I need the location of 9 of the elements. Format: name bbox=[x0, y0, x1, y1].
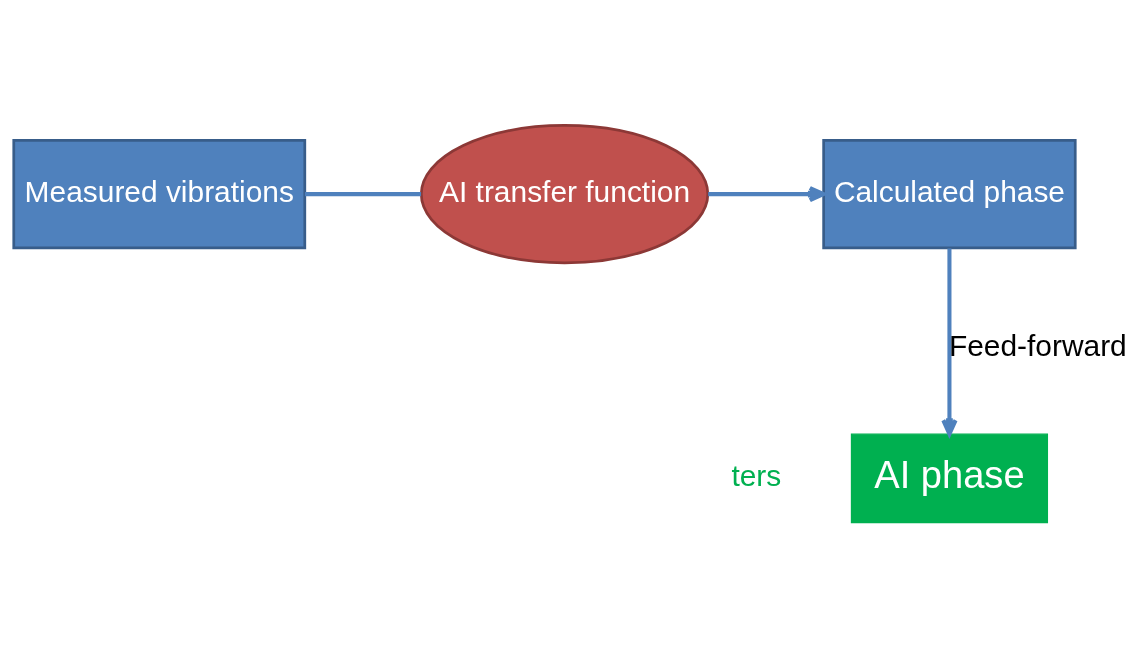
node-box: Measured vibrations bbox=[12, 139, 307, 250]
node-box: Calculated phase bbox=[822, 139, 1077, 250]
node-ellipse: AI transfer function bbox=[419, 124, 710, 265]
arrow bbox=[708, 185, 826, 203]
edge-label: Feed-forward bbox=[948, 329, 1127, 363]
node-box: AI phase bbox=[850, 433, 1049, 524]
connector bbox=[304, 192, 422, 197]
arrow bbox=[941, 248, 958, 436]
label: ters bbox=[731, 458, 782, 492]
